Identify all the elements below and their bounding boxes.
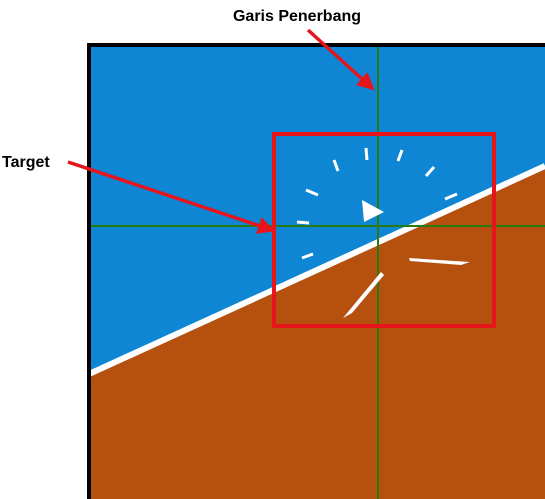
- target-arrow: [67, 160, 276, 234]
- roll-tick: [296, 220, 310, 225]
- roll-tick: [364, 147, 369, 161]
- roll-tick: [332, 159, 340, 172]
- target-label: Target: [2, 154, 50, 171]
- attitude-display: [89, 45, 545, 499]
- roll-tick: [305, 188, 319, 197]
- pitch-bar-left: [343, 272, 384, 318]
- horizon-line: [89, 163, 545, 377]
- roll-tick: [396, 149, 404, 162]
- roll-tick: [424, 166, 436, 177]
- roll-tick: [301, 252, 314, 260]
- roll-tick: [444, 192, 458, 201]
- flight-line-label: Garis Penerbang: [233, 8, 361, 25]
- roll-pointer-icon: [362, 200, 384, 222]
- flight-line-arrow: [306, 28, 375, 91]
- pitch-bar-right: [409, 258, 470, 265]
- roll-scale: [296, 147, 458, 260]
- ground-area: [89, 166, 545, 499]
